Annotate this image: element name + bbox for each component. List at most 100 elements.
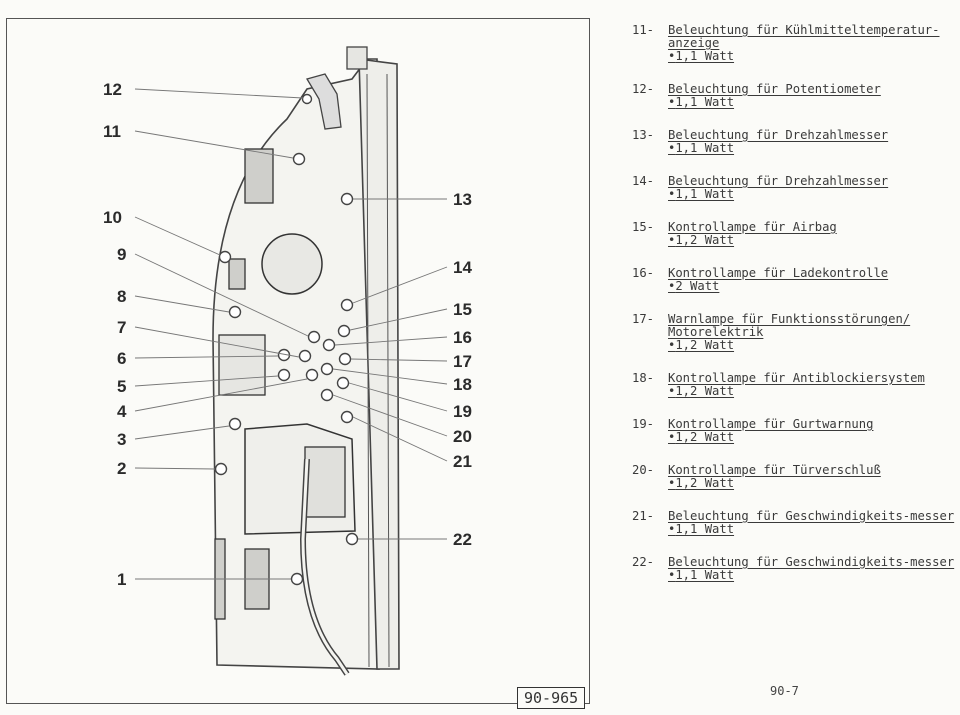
legend-list: 11- Beleuchtung für Kühlmitteltemperatur… xyxy=(632,24,957,602)
legend-number: 11- xyxy=(632,23,655,37)
potentiometer-disc xyxy=(261,233,323,295)
legend-wattage: 1,2 Watt xyxy=(668,431,957,444)
bulb-socket-20 xyxy=(320,388,334,402)
bulb-socket-19 xyxy=(336,376,350,390)
callout-13: 13 xyxy=(453,190,472,209)
board-connector xyxy=(228,258,246,290)
legend-wattage: 1,2 Watt xyxy=(668,339,957,352)
bulb-socket-22 xyxy=(345,532,359,546)
callout-2: 2 xyxy=(117,459,126,478)
legend-entry: 15- Kontrollampe für Airbag 1,2 Watt xyxy=(632,221,957,247)
bulb-socket-9 xyxy=(307,330,321,344)
bulb-socket-13 xyxy=(340,192,354,206)
bulb-socket-3 xyxy=(228,417,242,431)
legend-title: Beleuchtung für Drehzahlmesser xyxy=(668,128,889,142)
legend-entry: 19- Kontrollampe für Gurtwarnung 1,2 Wat… xyxy=(632,418,957,444)
legend-wattage: 1,1 Watt xyxy=(668,523,957,536)
bulb-socket-16 xyxy=(322,338,336,352)
callout-16: 16 xyxy=(453,328,472,347)
bulb-socket-12 xyxy=(301,93,313,105)
figure-id-label: 90-965 xyxy=(517,687,586,709)
top-bracket xyxy=(346,46,368,70)
callout-9: 9 xyxy=(117,245,126,264)
bulb-socket-18 xyxy=(320,362,334,376)
callout-21: 21 xyxy=(453,452,472,471)
callout-1: 1 xyxy=(117,570,126,589)
bulb-socket-11 xyxy=(292,152,306,166)
legend-wattage: 1,1 Watt xyxy=(668,142,957,155)
legend-wattage: 2 Watt xyxy=(668,280,957,293)
callout-18: 18 xyxy=(453,375,472,394)
legend-entry: 16- Kontrollampe für Ladekontrolle 2 Wat… xyxy=(632,267,957,293)
legend-wattage: 1,2 Watt xyxy=(668,234,957,247)
bulb-socket-21 xyxy=(340,410,354,424)
callout-22: 22 xyxy=(453,530,472,549)
legend-wattage: 1,1 Watt xyxy=(668,188,957,201)
callout-15: 15 xyxy=(453,300,472,319)
legend-number: 12- xyxy=(632,82,655,96)
legend-entry: 18- Kontrollampe für Antiblockiersystem … xyxy=(632,372,957,398)
callout-20: 20 xyxy=(453,427,472,446)
callout-12: 12 xyxy=(103,80,122,99)
legend-wattage: 1,1 Watt xyxy=(668,50,957,63)
callout-14: 14 xyxy=(453,258,472,277)
bulb-socket-17 xyxy=(338,352,352,366)
bulb-socket-7 xyxy=(298,349,312,363)
callout-4: 4 xyxy=(117,402,127,421)
legend-number: 21- xyxy=(632,509,655,523)
plug-body xyxy=(304,446,346,518)
legend-wattage: 1,1 Watt xyxy=(668,569,957,582)
instrument-cluster-diagram: 1 2 3 4 5 6 7 8 9 10 11 12 13 14 15 16 1… xyxy=(103,46,472,676)
legend-title: Kontrollampe für Ladekontrolle xyxy=(668,266,889,280)
bulb-socket-10 xyxy=(218,250,232,264)
legend-number: 22- xyxy=(632,555,655,569)
legend-entry: 14- Beleuchtung für Drehzahlmesser 1,1 W… xyxy=(632,175,957,201)
callout-11: 11 xyxy=(103,122,121,141)
legend-wattage: 1,2 Watt xyxy=(668,477,957,490)
callout-6: 6 xyxy=(117,349,126,368)
legend-number: 20- xyxy=(632,463,655,477)
legend-entry: 21- Beleuchtung für Geschwindigkeits-mes… xyxy=(632,510,957,536)
callout-10: 10 xyxy=(103,208,122,227)
bulb-socket-14 xyxy=(340,298,354,312)
legend-entry: 20- Kontrollampe für Türverschluß 1,2 Wa… xyxy=(632,464,957,490)
legend-number: 13- xyxy=(632,128,655,142)
legend-number: 17- xyxy=(632,312,655,326)
legend-wattage: 1,2 Watt xyxy=(668,385,957,398)
legend-title: Kontrollampe für Gurtwarnung xyxy=(668,417,874,431)
right-rail xyxy=(358,58,400,670)
legend-number: 15- xyxy=(632,220,655,234)
legend-title: Kontrollampe für Airbag xyxy=(668,220,837,234)
legend-title: Beleuchtung für Geschwindigkeits-messer xyxy=(668,509,955,523)
bulb-socket-2 xyxy=(214,462,228,476)
figure-frame: 1 2 3 4 5 6 7 8 9 10 11 12 13 14 15 16 1… xyxy=(6,18,590,709)
bulb-socket-15 xyxy=(337,324,351,338)
legend-number: 14- xyxy=(632,174,655,188)
legend-number: 18- xyxy=(632,371,655,385)
legend-title: Beleuchtung für Potentiometer xyxy=(668,82,881,96)
callout-5: 5 xyxy=(117,377,126,396)
top-connector xyxy=(306,73,342,130)
legend-title: Beleuchtung für Geschwindigkeits-messer xyxy=(668,555,955,569)
legend-title: Kontrollampe für Türverschluß xyxy=(668,463,881,477)
board-component xyxy=(218,334,266,396)
board-connector xyxy=(244,148,274,204)
legend-entry: 11- Beleuchtung für Kühlmitteltemperatur… xyxy=(632,24,957,63)
callout-8: 8 xyxy=(117,287,126,306)
legend-number: 16- xyxy=(632,266,655,280)
legend-entry: 22- Beleuchtung für Geschwindigkeits-mes… xyxy=(632,556,957,582)
bulb-socket-1 xyxy=(290,572,304,586)
page-number: 90-7 xyxy=(770,684,799,698)
legend-entry: 17- Warnlampe für Funktionsstörungen/ Mo… xyxy=(632,313,957,352)
legend-title: Beleuchtung für Kühlmitteltemperatur-anz… xyxy=(668,23,940,50)
bulb-socket-8 xyxy=(228,305,242,319)
callout-7: 7 xyxy=(117,318,126,337)
callout-3: 3 xyxy=(117,430,126,449)
legend-number: 19- xyxy=(632,417,655,431)
legend-entry: 13- Beleuchtung für Drehzahlmesser 1,1 W… xyxy=(632,129,957,155)
callout-19: 19 xyxy=(453,402,472,421)
bulb-socket-4 xyxy=(305,368,319,382)
legend-title: Beleuchtung für Drehzahlmesser xyxy=(668,174,889,188)
legend-title: Warnlampe für Funktionsstörungen/ Motore… xyxy=(668,312,911,339)
legend-entry: 12- Beleuchtung für Potentiometer 1,1 Wa… xyxy=(632,83,957,109)
